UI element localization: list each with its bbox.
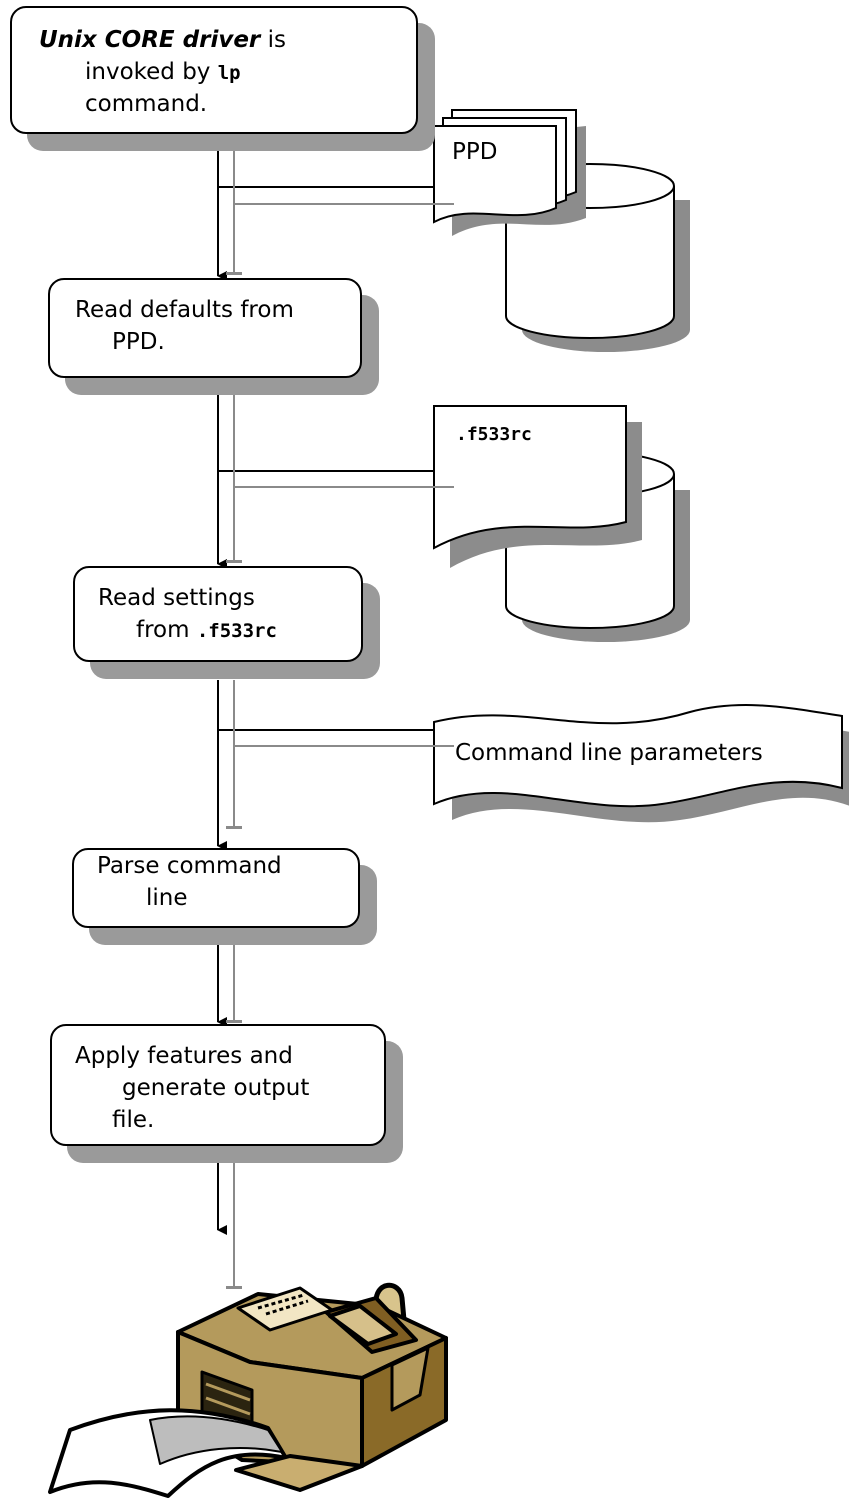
- step-parse-command-line: Parse command line: [72, 848, 360, 928]
- cmdline-tape-icon: [433, 704, 849, 823]
- step-read-defaults: Read defaults from PPD.: [48, 278, 362, 378]
- rcfile-document-icon: [433, 405, 642, 568]
- read-defaults-line2: PPD.: [112, 329, 165, 355]
- gray-flow-connectors: [233, 150, 454, 1288]
- gray-arrow-ticks: [226, 272, 242, 1289]
- black-flow-connectors: [217, 134, 434, 1235]
- driver-name: Unix CORE driver: [39, 27, 261, 53]
- invoke-line2: invoked by: [85, 59, 218, 85]
- ppd-label: PPD: [452, 139, 498, 165]
- cmdline-params-label: Command line parameters: [455, 740, 763, 766]
- apply-line3: file.: [112, 1107, 155, 1133]
- read-settings-line2: from: [136, 617, 197, 643]
- step-read-settings: Read settings from .f533rc: [73, 566, 363, 662]
- parse-line1: Parse command: [97, 853, 282, 879]
- step-apply-features: Apply features and generate output file.: [50, 1024, 386, 1146]
- step-invoke-driver: Unix CORE driver is invoked by lp comman…: [10, 6, 418, 134]
- invoke-line3: command.: [85, 91, 208, 117]
- invoke-line1-rest: is: [260, 27, 286, 53]
- rcfile-code: .f533rc: [196, 620, 277, 642]
- read-defaults-line1: Read defaults from: [75, 297, 294, 323]
- apply-line2: generate output: [122, 1075, 310, 1101]
- lp-command-code: lp: [217, 62, 241, 84]
- ppd-document-stack-icon: [433, 109, 586, 236]
- apply-line1: Apply features and: [75, 1043, 293, 1069]
- read-settings-line1: Read settings: [98, 585, 255, 611]
- parse-line2: line: [146, 885, 188, 911]
- rcfile-label: .f533rc: [456, 424, 532, 445]
- printer-icon: [48, 1282, 448, 1498]
